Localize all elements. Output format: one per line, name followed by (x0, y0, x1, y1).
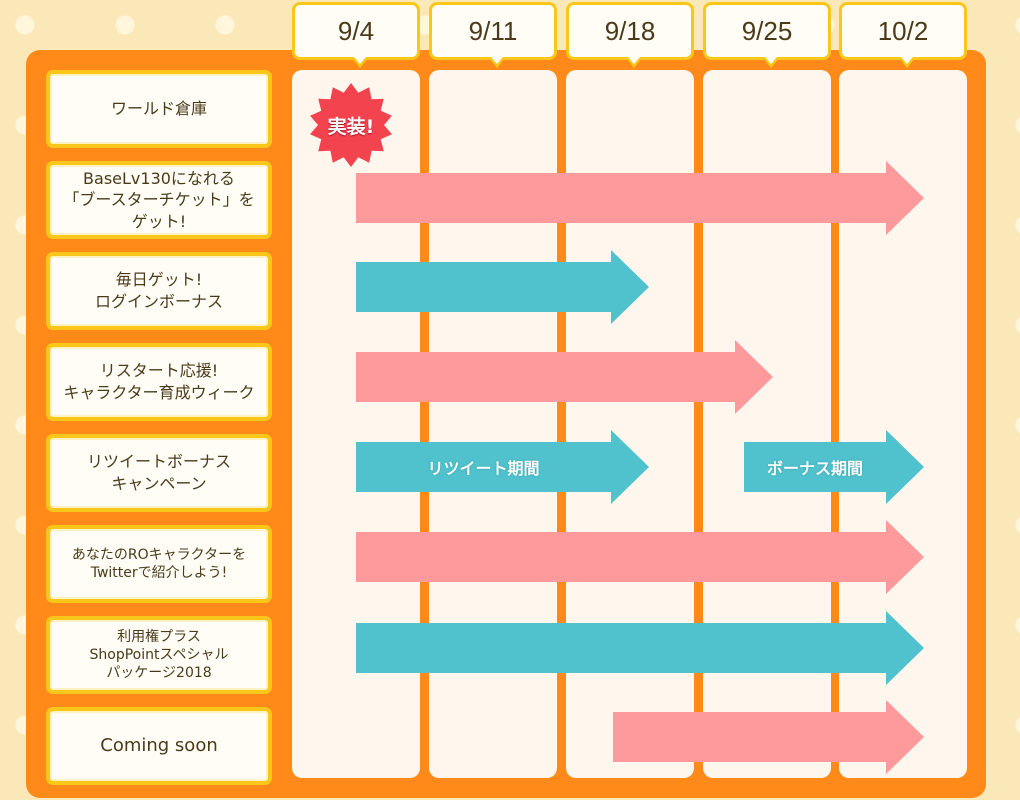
row-label-text: BaseLv130になれる 「ブースターチケット」をゲット! (63, 168, 255, 231)
row-label-twitter-intro: あなたのROキャラクターを Twitterで紹介しよう! (46, 525, 272, 603)
row-label-text: リスタート応援! キャラクター育成ウィーク (63, 361, 255, 402)
period-arrow-twitter-intro (356, 520, 924, 594)
row-label-shoppoint-package: 利用権プラス ShopPointスペシャル パッケージ2018 (46, 616, 272, 694)
row-label-world-storage: ワールド倉庫 (46, 70, 272, 148)
row-label-text: ワールド倉庫 (110, 99, 207, 119)
row-label-restart-week: リスタート応援! キャラクター育成ウィーク (46, 343, 272, 421)
period-arrow-restart-week (356, 340, 773, 414)
starburst-icon (310, 83, 392, 167)
row-label-text: Coming soon (100, 734, 218, 756)
period-arrow-login-bonus (356, 250, 649, 324)
period-arrow-label: リツイート期間 (427, 459, 540, 478)
row-label-login-bonus: 毎日ゲット! ログインボーナス (46, 252, 272, 330)
period-arrow-shoppoint-package (356, 611, 924, 685)
row-label-text: 毎日ゲット! ログインボーナス (94, 270, 223, 311)
row-label-retweet-campaign: リツイートボーナス キャンペーン (46, 434, 272, 512)
implemented-badge-label: 実装! (327, 115, 375, 138)
period-arrow-label: ボーナス期間 (766, 459, 863, 478)
implemented-badge: 実装! (308, 82, 394, 168)
period-arrow-coming-soon (613, 700, 924, 774)
row-label-coming-soon: Coming soon (46, 707, 272, 785)
row-label-text: 利用権プラス ShopPointスペシャル パッケージ2018 (89, 628, 229, 682)
date-header-2: 9/11 (429, 2, 557, 68)
date-header-3: 9/18 (566, 2, 694, 68)
row-label-text: あなたのROキャラクターを Twitterで紹介しよう! (71, 546, 247, 581)
period-arrow-booster-ticket (356, 161, 924, 235)
date-header-4: 9/25 (703, 2, 831, 68)
row-label-text: リツイートボーナス キャンペーン (86, 452, 231, 493)
date-header-1: 9/4 (292, 2, 420, 68)
period-arrow-bonus-period: ボーナス期間 (744, 430, 924, 504)
date-header-5: 10/2 (839, 2, 967, 68)
period-arrow-retweet-period: リツイート期間 (356, 430, 649, 504)
row-label-booster-ticket: BaseLv130になれる 「ブースターチケット」をゲット! (46, 161, 272, 239)
